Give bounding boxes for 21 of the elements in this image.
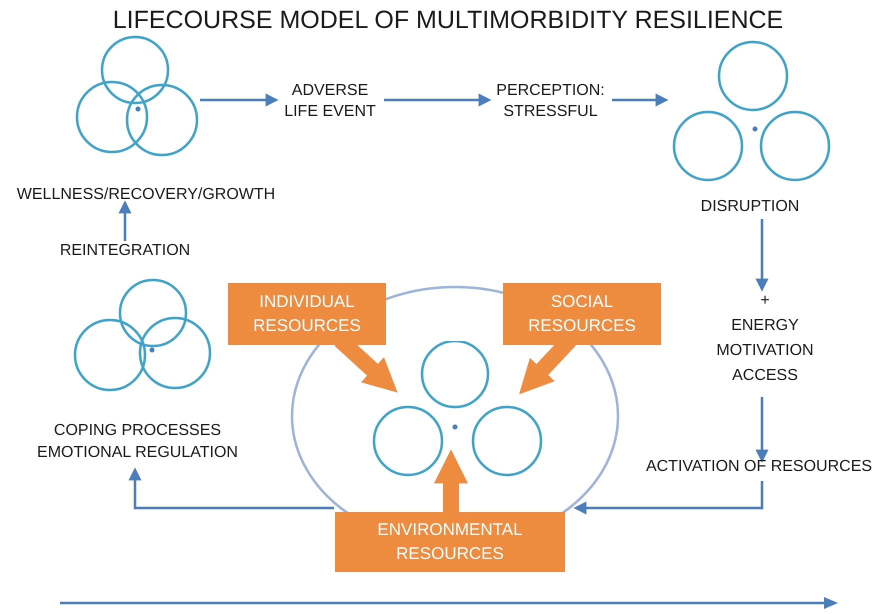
block-arrow [434, 449, 468, 515]
stage-label: ADVERSE LIFE EVENT [275, 80, 385, 130]
stage-label: + [760, 291, 770, 311]
stage-caption: DISRUPTION [700, 197, 800, 217]
arrow [756, 397, 768, 463]
arrow [573, 481, 764, 514]
stage-label: REINTEGRATION [45, 240, 205, 264]
arrow [756, 219, 768, 292]
stage-caption: COPING PROCESSES EMOTIONAL REGULATION [36, 421, 239, 463]
arrow [200, 94, 279, 106]
stage-label: ACTIVATION OF RESOURCES [628, 456, 890, 482]
arrow [118, 200, 132, 241]
stage-label: ENERGY MOTIVATION ACCESS [715, 316, 815, 386]
arrow [384, 94, 492, 106]
resource-box: SOCIAL RESOURCES [503, 283, 661, 345]
resource-box: INDIVIDUAL RESOURCES [228, 283, 386, 345]
resource-box: ENVIRONMENTAL RESOURCES [335, 512, 565, 572]
arrow [612, 94, 669, 106]
diagram-title: LIFECOURSE MODEL OF MULTIMORBIDITY RESILIENCE [112, 6, 784, 35]
stage-caption: WELLNESS/RECOVERY/GROWTH [16, 185, 276, 205]
stage-label: PERCEPTION: STRESSFUL [488, 80, 613, 130]
